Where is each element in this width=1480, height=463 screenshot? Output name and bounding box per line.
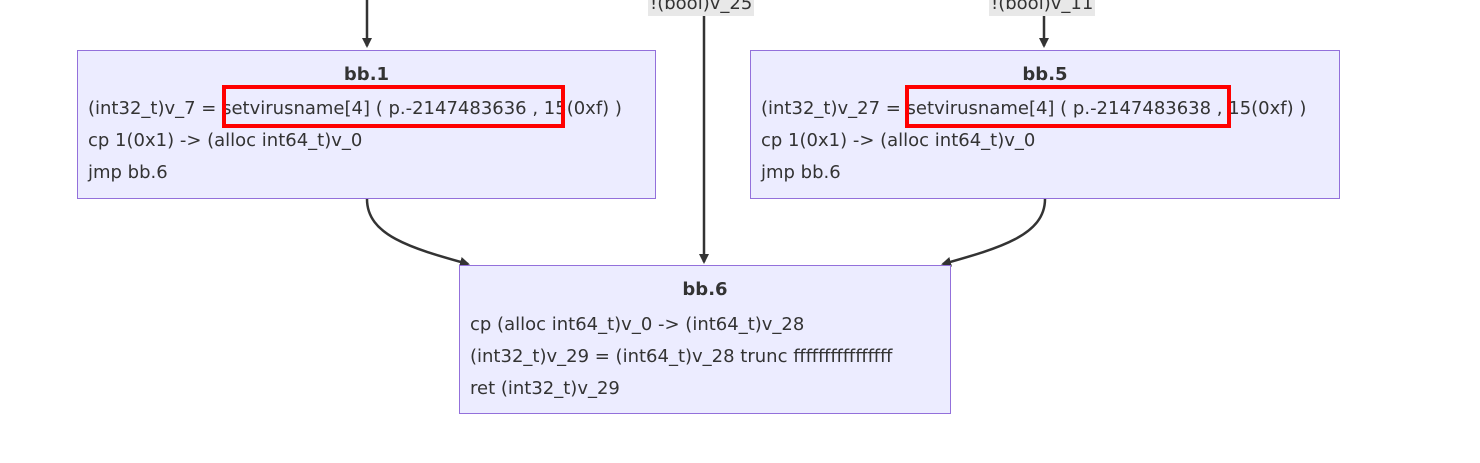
node-bb1-line-2: cp 1(0x1) -> (alloc int64_t)v_0 xyxy=(88,130,363,151)
node-bb5-line-3: jmp bb.6 xyxy=(761,162,841,183)
node-bb5-line-2: cp 1(0x1) -> (alloc int64_t)v_0 xyxy=(761,130,1036,151)
edge-bb5-to-bb6 xyxy=(941,198,1047,267)
node-bb1-line-1: (int32_t)v_7 = setvirusname[4] ( p.-2147… xyxy=(88,98,622,119)
node-bb1-title: bb.1 xyxy=(343,64,390,85)
node-bb1-line-3: jmp bb.6 xyxy=(88,162,168,183)
node-bb6-title: bb.6 xyxy=(682,279,728,300)
node-bb6-line-1: cp (alloc int64_t)v_0 -> (int64_t)v_28 xyxy=(470,314,805,335)
highlight-box-bb1 xyxy=(222,85,565,128)
edge-label-right: !(bool)v_11 xyxy=(989,0,1096,16)
node-bb5-title: bb.5 xyxy=(1022,64,1068,85)
node-bb6[interactable]: bb.6 cp (alloc int64_t)v_0 -> (int64_t)v… xyxy=(459,265,951,414)
edge-label-left: !(bool)v_25 xyxy=(648,0,755,16)
node-bb6-line-3: ret (int32_t)v_29 xyxy=(470,378,620,399)
node-bb5-line-1: (int32_t)v_27 = setvirusname[4] ( p.-214… xyxy=(761,98,1307,119)
edge-bb1-to-bb6 xyxy=(365,198,470,267)
highlight-box-bb5 xyxy=(905,85,1231,128)
node-bb6-line-2: (int32_t)v_29 = (int64_t)v_28 trunc ffff… xyxy=(470,346,893,367)
